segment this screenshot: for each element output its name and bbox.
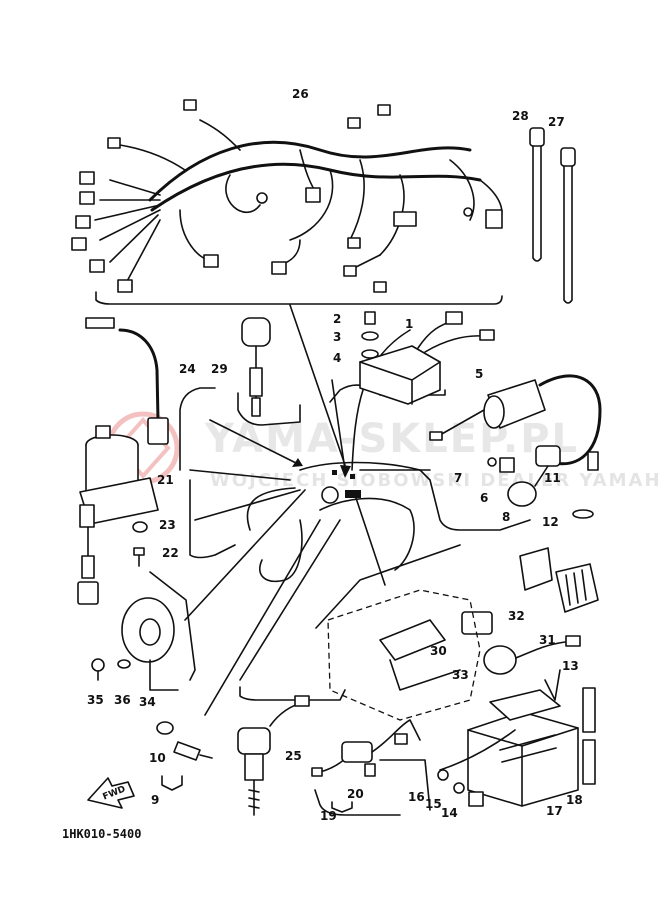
wire-harness [71, 99, 503, 305]
callout-19: 19 [320, 809, 337, 823]
frame-section [327, 589, 481, 721]
callout-1: 1 [405, 317, 413, 331]
callout-6: 6 [480, 491, 488, 505]
watermark-sub-text: WOJCIECH SIOBOWSKI DEALER YAMAHA [210, 470, 661, 491]
horn [91, 597, 179, 691]
callout-30: 30 [430, 644, 447, 658]
spark-plug-cap [241, 317, 271, 417]
callout-21: 21 [157, 473, 174, 487]
callout-26: 26 [292, 87, 309, 101]
callout-13: 13 [562, 659, 579, 673]
main-switch-lead [85, 317, 169, 445]
callout-25: 25 [285, 749, 302, 763]
callout-32: 32 [508, 609, 525, 623]
callout-35: 35 [87, 693, 104, 707]
callout-18: 18 [566, 793, 583, 807]
starter-relay [237, 695, 310, 816]
callout-16: 16 [408, 790, 425, 804]
main-switch [77, 425, 159, 605]
callout-34: 34 [139, 695, 156, 709]
callout-31: 31 [539, 633, 556, 647]
callout-4: 4 [333, 351, 341, 365]
callout-5: 5 [475, 367, 483, 381]
callout-14: 14 [441, 806, 458, 820]
diagram-code: 1HK010-5400 [62, 827, 141, 841]
callout-20: 20 [347, 787, 364, 801]
forward-arrow-icon: FWD [87, 777, 135, 809]
frame-outline [246, 461, 421, 582]
callout-36: 36 [114, 693, 131, 707]
callout-10: 10 [149, 751, 166, 765]
callout-2: 2 [333, 312, 341, 326]
callout-23: 23 [159, 518, 176, 532]
ignition-coil [429, 374, 602, 519]
callout-27: 27 [548, 115, 565, 129]
callout-33: 33 [452, 668, 469, 682]
watermark: YAMA-SKLEP.PL WOJCIECH SIOBOWSKI DEALER … [106, 411, 661, 491]
cable-tie-long [560, 147, 576, 304]
cable-tie-short [529, 127, 545, 262]
callout-15: 15 [425, 797, 442, 811]
callout-labels: 26 28 27 2 3 4 1 24 29 5 21 7 6 11 8 12 … [87, 87, 583, 823]
callout-7: 7 [454, 471, 462, 485]
leader-lines [184, 304, 431, 716]
callout-9: 9 [151, 793, 159, 807]
battery [437, 669, 596, 807]
callout-11: 11 [544, 471, 561, 485]
callout-24: 24 [179, 362, 196, 376]
watermark-main-text: YAMA-SKLEP.PL [204, 416, 579, 462]
neutral-switch [156, 721, 213, 761]
callout-8: 8 [502, 510, 510, 524]
callout-28: 28 [512, 109, 529, 123]
fuse-holder [311, 719, 421, 777]
callout-29: 29 [211, 362, 228, 376]
callout-brackets [161, 775, 353, 813]
callout-22: 22 [162, 546, 179, 560]
section-brackets [149, 384, 531, 816]
electrical-components-right [461, 547, 599, 675]
callout-17: 17 [546, 804, 563, 818]
cdi-unit [359, 311, 495, 405]
callout-12: 12 [542, 515, 559, 529]
callout-3: 3 [333, 330, 341, 344]
